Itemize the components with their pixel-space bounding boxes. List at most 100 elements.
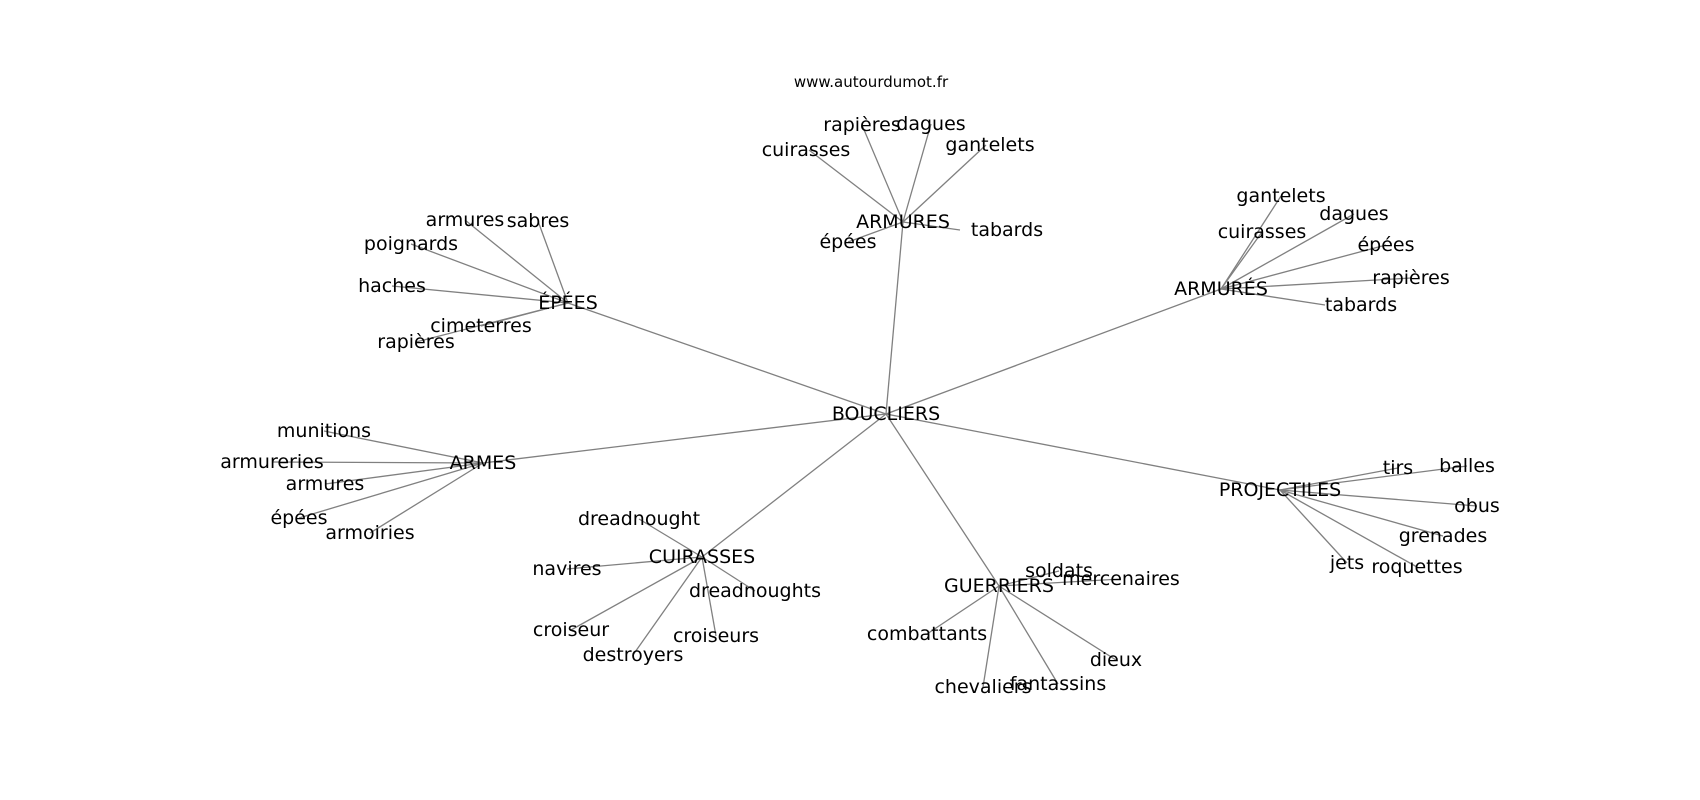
leaf-node-label: gantelets bbox=[945, 134, 1034, 156]
leaf-node-label: obus bbox=[1454, 495, 1500, 517]
edge-root-guerriers bbox=[885, 413, 1000, 587]
leaf-node-label: armures bbox=[286, 473, 365, 495]
leaf-node-label: armureries bbox=[220, 451, 323, 473]
leaf-node-label: épées bbox=[1357, 234, 1414, 256]
leaf-node-label: jets bbox=[1329, 552, 1364, 574]
edge-projectiles-tirs bbox=[1279, 467, 1399, 491]
leaf-node-label: rapières bbox=[1372, 267, 1449, 289]
edge-guerriers-dieux bbox=[998, 585, 1117, 661]
leaf-node-label: cuirasses bbox=[1218, 221, 1307, 243]
leaf-node-label: armoiries bbox=[325, 522, 414, 544]
leaf-node-label: grenades bbox=[1399, 525, 1487, 547]
leaf-node-label: tirs bbox=[1383, 457, 1413, 479]
edge-guerriers-mercenaires bbox=[998, 578, 1122, 587]
leaf-node-label: dieux bbox=[1090, 649, 1142, 671]
edge-epees-haches bbox=[391, 285, 569, 304]
leaf-node-label: dagues bbox=[1319, 203, 1388, 225]
edge-cuirasses-dreadnoughts bbox=[701, 556, 756, 592]
hub-node-label: PROJECTILES bbox=[1219, 479, 1341, 501]
edge-armures-rapieres bbox=[1220, 277, 1412, 290]
edge-guerriers-soldats bbox=[998, 570, 1060, 587]
leaf-node-label: croiseur bbox=[533, 619, 609, 641]
leaf-node-label: épées bbox=[819, 231, 876, 253]
leaf-node-label: dagues bbox=[896, 113, 965, 135]
edge-cuirasses-navires bbox=[566, 556, 703, 570]
edge-armures-epees bbox=[1220, 244, 1387, 290]
edge-armures-cuirasses bbox=[1220, 231, 1263, 290]
edge-projectiles-obus bbox=[1279, 489, 1478, 507]
edge-armes-epees bbox=[298, 462, 484, 519]
hub-node-label: CUIRASSES bbox=[649, 546, 755, 568]
leaf-node-label: cimeterres bbox=[430, 315, 532, 337]
edge-armures-epees bbox=[847, 221, 904, 243]
graph-labels: BOUCLIERSARMUREScuirassesrapièresdaguesg… bbox=[220, 113, 1500, 698]
edge-armes-armureries bbox=[271, 461, 484, 464]
leaf-node-label: navires bbox=[532, 558, 601, 580]
edge-armures-rapieres bbox=[861, 124, 904, 223]
leaf-node-label: chevaliers bbox=[934, 676, 1031, 698]
root-node-label: BOUCLIERS bbox=[832, 403, 940, 425]
hub-node-label: ARMES bbox=[450, 452, 517, 474]
leaf-node-label: haches bbox=[358, 275, 426, 297]
edge-cuirasses-destroyers bbox=[632, 556, 703, 656]
edge-armes-armures bbox=[324, 462, 484, 485]
hub-node-label: ARMURES bbox=[856, 211, 950, 233]
source-watermark: www.autourdumot.fr bbox=[794, 73, 949, 91]
leaf-node-label: soldats bbox=[1025, 560, 1093, 582]
leaf-node-label: dreadnoughts bbox=[689, 580, 821, 602]
leaf-node-label: armures bbox=[426, 209, 505, 231]
leaf-node-label: rapières bbox=[377, 331, 454, 353]
edge-epees-sabres bbox=[537, 220, 569, 304]
edge-guerriers-combattants bbox=[926, 585, 1000, 635]
edge-armures-cuirasses bbox=[808, 149, 904, 223]
leaf-node-label: dreadnought bbox=[578, 508, 700, 530]
leaf-node-label: sabres bbox=[507, 210, 570, 232]
leaf-node-label: roquettes bbox=[1371, 556, 1462, 578]
edge-armures-tabards bbox=[1220, 288, 1326, 306]
leaf-node-label: mercenaires bbox=[1062, 568, 1180, 590]
edge-cuirasses-dreadnought bbox=[638, 518, 703, 558]
edge-projectiles-grenades bbox=[1279, 489, 1444, 537]
edge-root-armures bbox=[885, 221, 904, 415]
hub-node-label: ARMURÉS bbox=[1174, 277, 1268, 300]
edge-cuirasses-croiseurs bbox=[701, 556, 717, 637]
graph-edges bbox=[271, 123, 1478, 688]
leaf-node-label: cuirasses bbox=[762, 139, 851, 161]
leaf-node-label: rapières bbox=[823, 114, 900, 136]
edge-cuirasses-croiseur bbox=[570, 556, 703, 631]
hub-node-label: GUERRIERS bbox=[944, 575, 1054, 597]
edge-projectiles-jets bbox=[1279, 489, 1348, 564]
edge-root-armes bbox=[482, 413, 887, 464]
leaf-node-label: tabards bbox=[1325, 294, 1397, 316]
edge-guerriers-chevaliers bbox=[982, 585, 1000, 688]
leaf-node-label: balles bbox=[1439, 455, 1495, 477]
leaf-node-label: poignards bbox=[364, 233, 458, 255]
edge-armures-dagues bbox=[902, 123, 932, 223]
edge-root-epees bbox=[567, 302, 887, 415]
edge-armures-dagues bbox=[1220, 213, 1355, 290]
edge-epees-poignards bbox=[410, 243, 569, 304]
edge-armures-gantelets bbox=[1220, 195, 1282, 290]
leaf-node-label: gantelets bbox=[1236, 185, 1325, 207]
edge-root-armures bbox=[885, 288, 1222, 415]
edge-epees-armures bbox=[464, 219, 569, 304]
edge-armes-munitions bbox=[323, 430, 484, 464]
leaf-node-label: munitions bbox=[277, 420, 371, 442]
edge-armures-gantelets bbox=[902, 144, 987, 223]
leaf-node-label: tabards bbox=[971, 219, 1043, 241]
leaf-node-label: croiseurs bbox=[673, 625, 759, 647]
leaf-node-label: destroyers bbox=[583, 644, 684, 666]
edge-projectiles-roquettes bbox=[1279, 489, 1418, 568]
edge-projectiles-balles bbox=[1279, 465, 1468, 491]
leaf-node-label: fantassins bbox=[1010, 673, 1106, 695]
edge-armes-armoiries bbox=[369, 462, 484, 534]
leaf-node-label: épées bbox=[270, 507, 327, 529]
leaf-node-label: combattants bbox=[867, 623, 987, 645]
edge-armures-tabards bbox=[902, 221, 961, 231]
hub-node-label: ÉPÉES bbox=[538, 291, 598, 314]
edge-root-cuirasses bbox=[701, 413, 887, 558]
edge-guerriers-fantassins bbox=[998, 585, 1059, 685]
edge-epees-rapieres bbox=[415, 302, 569, 343]
edge-root-projectiles bbox=[885, 413, 1281, 491]
